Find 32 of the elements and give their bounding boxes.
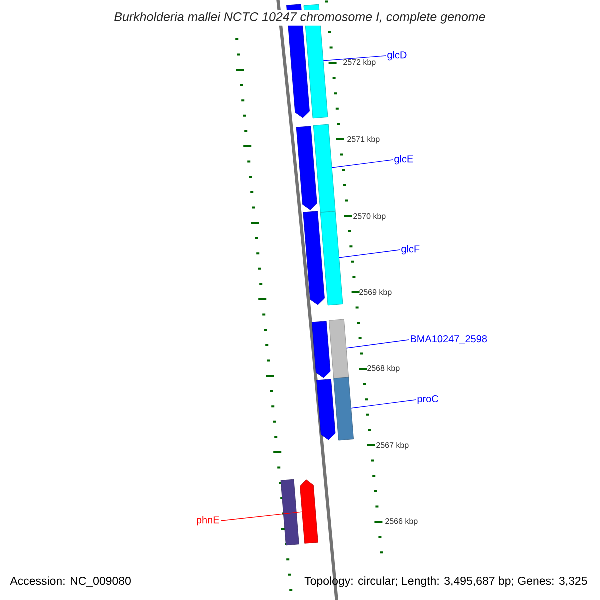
footer-text: Topology: circular; Length: 3,495,687 bp; Genes: 3,325 — [304, 576, 588, 588]
leader-line — [323, 56, 386, 62]
gene-feature — [312, 321, 331, 378]
gene-label: glcD — [388, 51, 407, 61]
position-label: 2566 kbp — [386, 518, 418, 526]
leader-line — [351, 400, 416, 409]
leader-line — [346, 340, 410, 349]
gene-bar — [280, 479, 300, 546]
gene-label: glcE — [394, 155, 414, 165]
gene-bar — [329, 319, 349, 379]
position-label: 2569 kbp — [360, 289, 392, 297]
leader-line — [220, 512, 303, 522]
position-label: 2570 kbp — [354, 213, 386, 221]
gene-bar — [313, 124, 336, 213]
footer-text: Accession: NC_009080 — [10, 576, 131, 588]
gene-label: proC — [418, 395, 438, 405]
gene-feature — [296, 126, 318, 210]
gene-label: BMA10247_2598 — [411, 336, 488, 344]
position-label: 2571 kbp — [348, 136, 380, 144]
position-label: 2572 kbp — [344, 59, 376, 67]
gene-feature — [300, 480, 318, 544]
gene-label: phnE — [197, 516, 220, 526]
title: Burkholderia mallei NCTC 10247 chromosome I, complete genome — [112, 10, 488, 26]
position-label: 2568 kbp — [368, 365, 400, 373]
gene-feature — [316, 379, 336, 440]
gene-bar — [320, 211, 344, 306]
leader-line — [332, 160, 394, 168]
position-label: 2567 kbp — [376, 442, 409, 450]
leader-line — [339, 250, 400, 258]
gene-bar — [334, 377, 354, 441]
gene-label: glcF — [402, 245, 420, 255]
gene-feature — [303, 211, 325, 306]
